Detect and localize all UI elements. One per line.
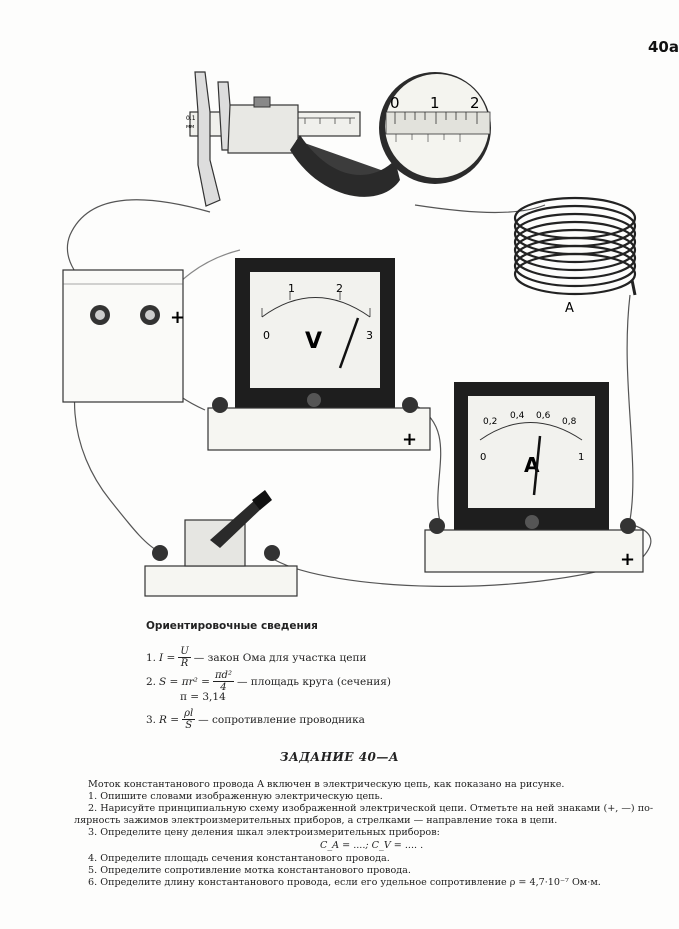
voltmeter-tick-1: 1	[288, 282, 295, 295]
formula-1-num: 1.	[146, 651, 157, 664]
circuit-illustration: 0.1 мм 0 1 2	[62, 71, 652, 597]
voltmeter-plus: +	[402, 429, 417, 450]
formula-1-frac-den: R	[180, 658, 189, 669]
formula-1-fraction: U R	[178, 646, 191, 669]
ammeter-tick-04: 0,4	[510, 411, 525, 421]
formula-1-lhs: I =	[159, 651, 176, 664]
formula-area: 2. S = πr² = πd² 4 — площадь круга (сече…	[146, 670, 391, 693]
caliper-scale-0: 0	[390, 94, 400, 112]
voltmeter-tick-3: 3	[366, 329, 373, 342]
task-item-3: 3. Определите цену деления шкал электрои…	[88, 827, 440, 838]
formula-2-lhs: S = πr² =	[159, 675, 210, 688]
caliper-mm-unit: мм	[186, 124, 194, 130]
voltmeter-tick-2: 2	[336, 282, 343, 295]
caliper-scale-1: 1	[430, 94, 440, 112]
task-intro: Моток константанового провода A включен …	[88, 779, 565, 790]
battery: +	[62, 269, 185, 403]
task-item-5: 5. Определите сопротивление мотка конста…	[88, 865, 411, 876]
formula-3-frac-num: ρl	[182, 708, 196, 720]
formula-1-text: — закон Ома для участка цепи	[193, 651, 367, 664]
formula-2-fraction: πd² 4	[212, 670, 234, 693]
ammeter-plus: +	[620, 549, 635, 570]
pi-value: π = 3,14	[180, 691, 226, 703]
formula-2-frac-den: 4	[220, 682, 227, 693]
formula-2-text: — площадь круга (сечения)	[236, 675, 391, 688]
formula-3-fraction: ρl S	[182, 708, 196, 731]
formula-3-text: — сопротивление проводника	[198, 713, 365, 726]
formula-1-frac-num: U	[178, 646, 191, 658]
ammeter-tick-08: 0,8	[562, 417, 577, 427]
ammeter-tick-1: 1	[578, 452, 584, 463]
formula-2-frac-num: πd²	[212, 670, 234, 682]
task-item-6: 6. Определите длину константанового пров…	[88, 877, 601, 888]
caliper-scale-2: 2	[470, 94, 480, 112]
task-item-3-values: C_A = ....; C_V = .... .	[320, 840, 424, 851]
task-item-1: 1. Опишите словами изображенную электрич…	[88, 791, 383, 802]
magnifier-lens: 0 1 2	[379, 72, 491, 184]
task-title: ЗАДАНИЕ 40—А	[279, 750, 400, 764]
ammeter-tick-06: 0,6	[536, 411, 551, 421]
formula-2-num: 2.	[146, 675, 157, 688]
ammeter: 0 0,2 0,4 0,6 0,8 1 A +	[424, 382, 644, 573]
voltmeter: 0 1 2 3 V +	[207, 258, 431, 451]
battery-plus: +	[170, 307, 185, 328]
ammeter-tick-0: 0	[480, 452, 486, 463]
task-item-4: 4. Определите площадь сечения константан…	[88, 853, 390, 864]
knife-switch	[144, 490, 298, 597]
coil-label: A	[565, 301, 574, 316]
page-number: 40a	[648, 38, 679, 56]
task-item-2: 2. Нарисуйте принципиальную схему изобра…	[88, 803, 654, 814]
wire-coil	[513, 196, 637, 296]
reference-title: Ориентировочные сведения	[146, 620, 318, 632]
caliper: 0.1 мм	[186, 71, 400, 207]
formula-3-frac-den: S	[185, 720, 193, 731]
ammeter-tick-02: 0,2	[483, 417, 497, 427]
caliper-mm-label: 0.1	[186, 115, 196, 122]
ammeter-needle	[532, 435, 542, 496]
task-item-2-cont: лярность зажимов электроизмерительных пр…	[74, 815, 558, 826]
voltmeter-needle	[338, 317, 360, 369]
formula-3-lhs: R =	[159, 713, 180, 726]
formula-resistance: 3. R = ρl S — сопротивление проводника	[146, 708, 365, 731]
formula-3-num: 3.	[146, 713, 157, 726]
voltmeter-letter: V	[305, 329, 322, 354]
voltmeter-tick-0: 0	[263, 329, 270, 342]
formula-ohm: 1. I = U R — закон Ома для участка цепи	[146, 646, 366, 669]
